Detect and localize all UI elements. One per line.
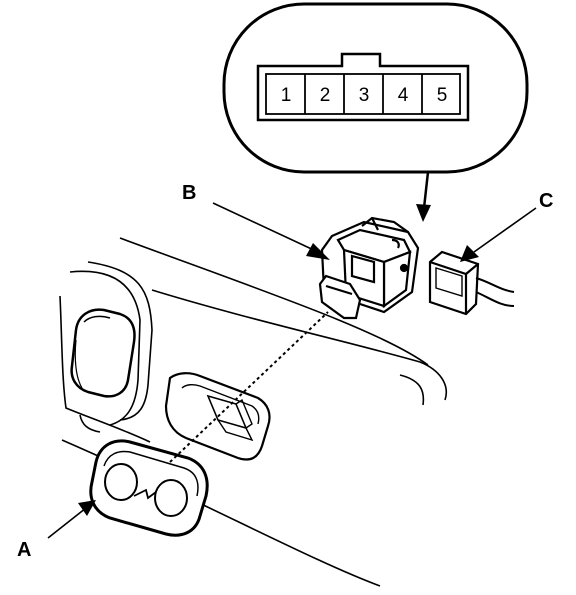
inset-pointer-arrow [416, 171, 431, 222]
pin-label-2: 2 [320, 85, 331, 106]
pin-label-1: 1 [281, 85, 292, 106]
panel-knob [70, 308, 136, 398]
pin-cells [304, 74, 423, 114]
pin-label-4: 4 [398, 85, 409, 106]
dashboard-panel [59, 237, 447, 587]
connector-c [428, 250, 515, 316]
leader-c [460, 207, 537, 262]
label-c: C [539, 190, 553, 212]
install-dotted-line [169, 311, 329, 463]
pin-label-3: 3 [359, 85, 370, 106]
connector-face-inset: 1 2 3 4 5 [222, 2, 529, 174]
label-b: B [182, 182, 196, 204]
pin-label-5: 5 [437, 85, 448, 106]
switch-body-b [318, 216, 420, 320]
label-a: A [17, 539, 31, 561]
switch-a [89, 439, 209, 537]
leader-a [47, 500, 96, 539]
leader-b [212, 202, 330, 260]
